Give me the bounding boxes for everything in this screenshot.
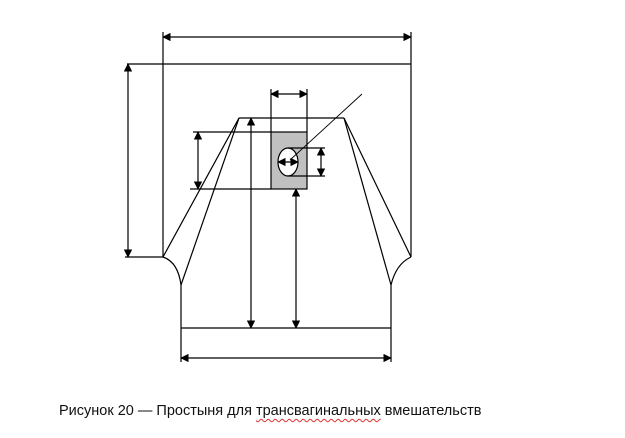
caption-suffix: вмешательств — [380, 403, 482, 419]
figure-caption: Рисунок 20 — Простыня для трансвагинальн… — [59, 403, 481, 419]
leader-line — [289, 93, 363, 161]
bottom-panel — [180, 285, 392, 362]
left-height-dimension — [123, 63, 163, 258]
caption-misspelled-word: трансвагинальных — [255, 403, 381, 419]
window-width-dimension — [270, 89, 308, 132]
top-panel-outline — [127, 32, 412, 257]
trapezoid-folds — [162, 117, 412, 286]
oval-height-dimension — [288, 147, 326, 177]
caption-prefix: Рисунок 20 — Простыня для — [59, 403, 256, 419]
window-height-dimension — [190, 131, 271, 190]
